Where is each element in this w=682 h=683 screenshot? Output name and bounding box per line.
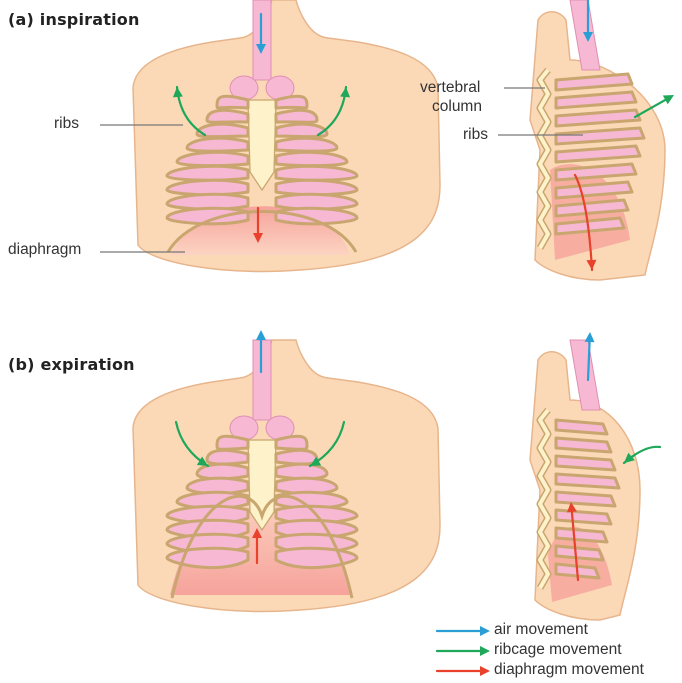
rib bbox=[217, 96, 248, 108]
rib bbox=[217, 436, 248, 449]
rib bbox=[276, 436, 307, 449]
rib bbox=[207, 110, 248, 122]
rib bbox=[167, 548, 248, 567]
legend-arrow bbox=[437, 666, 490, 676]
legend-item: ribcage movement bbox=[436, 642, 682, 660]
legend-item: diaphragm movement bbox=[436, 662, 682, 680]
rib bbox=[276, 96, 307, 108]
label-diaphragm: diaphragm bbox=[8, 240, 81, 259]
legend-arrow bbox=[437, 626, 490, 636]
rib bbox=[276, 110, 317, 122]
side-view-insp bbox=[530, 0, 665, 280]
legend-arrow-icon bbox=[436, 664, 492, 678]
front-view-exp bbox=[133, 340, 440, 611]
rib bbox=[276, 152, 347, 165]
label-vertebral-column-line2: column bbox=[432, 97, 482, 116]
rib bbox=[276, 180, 357, 194]
label-vertebral-column-line1: vertebral bbox=[420, 78, 480, 97]
front-view-insp bbox=[133, 0, 440, 271]
legend-label: air movement bbox=[494, 621, 588, 639]
rib bbox=[276, 450, 317, 464]
legend-arrow-icon bbox=[436, 644, 492, 658]
rib bbox=[276, 166, 357, 180]
legend-label: ribcage movement bbox=[494, 641, 622, 659]
panel-title-expiration: (b) expiration bbox=[8, 355, 135, 374]
rib bbox=[197, 464, 248, 479]
rib bbox=[207, 450, 248, 464]
side-view-exp bbox=[530, 340, 640, 620]
label-ribs-side: ribs bbox=[463, 125, 488, 144]
rib bbox=[167, 166, 248, 180]
label-ribs-front: ribs bbox=[54, 114, 79, 133]
rib bbox=[276, 464, 327, 479]
rib bbox=[187, 138, 248, 151]
rib bbox=[276, 138, 337, 151]
legend-arrow bbox=[437, 646, 490, 656]
rib bbox=[167, 180, 248, 194]
panel-title-inspiration: (a) inspiration bbox=[8, 10, 140, 29]
legend-item: air movement bbox=[436, 622, 682, 640]
legend-label: diaphragm movement bbox=[494, 661, 644, 679]
rib bbox=[177, 152, 248, 165]
rib bbox=[276, 548, 357, 567]
legend-arrow-icon bbox=[436, 624, 492, 638]
